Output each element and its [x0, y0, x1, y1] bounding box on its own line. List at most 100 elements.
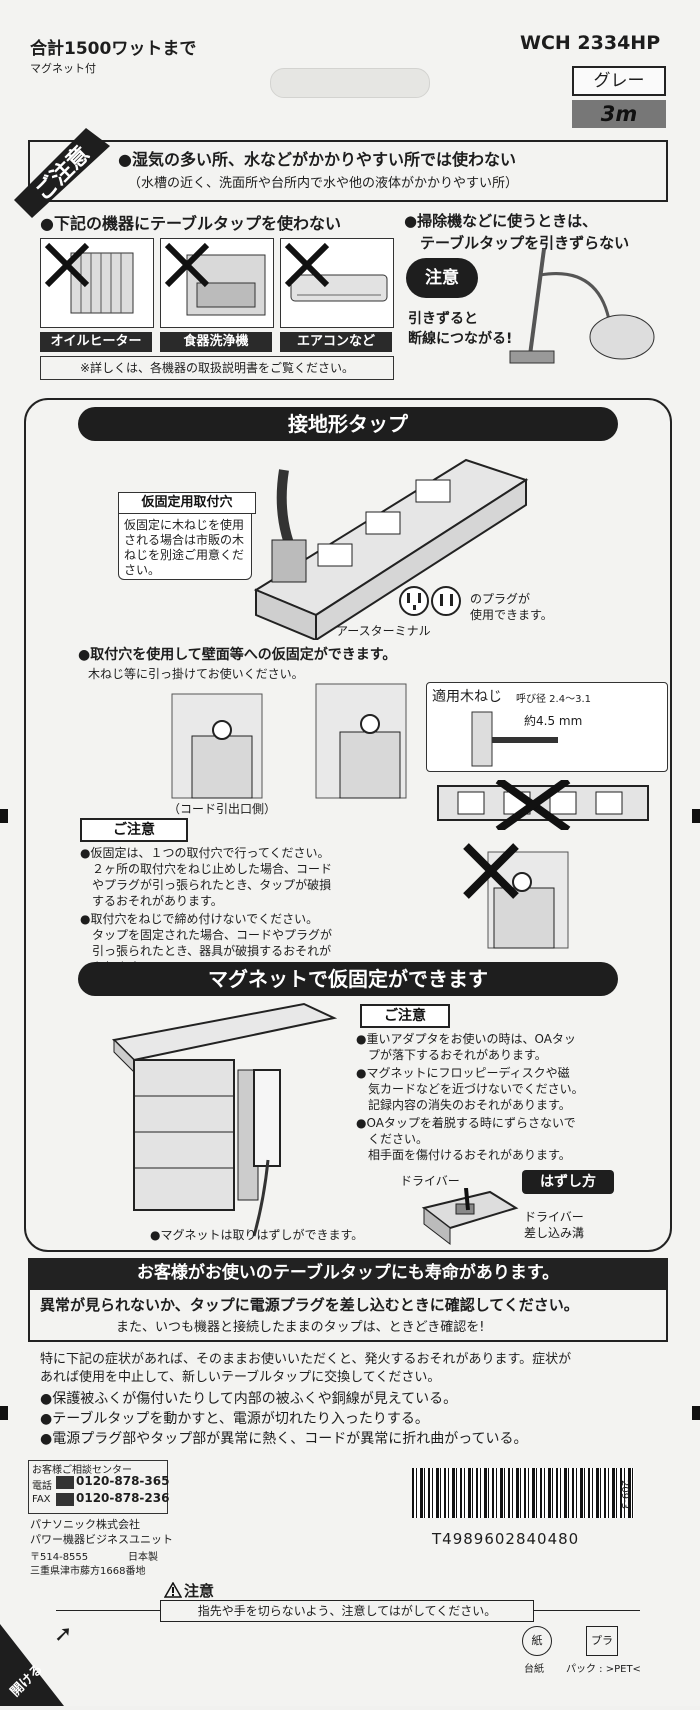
- wall-mount-title: ●取付穴を使用して壁面等への仮固定ができます。: [78, 647, 397, 663]
- total-wattage: 合計1500ワットまで: [30, 39, 197, 59]
- vacuum-line1: ●掃除機などに使うときは、: [404, 212, 598, 230]
- plastic-label: パック : >PET<: [566, 1664, 641, 1675]
- tap-caution-1: ●仮固定は、１つの取付穴で行ってください。: [80, 846, 330, 860]
- lifespan-check-box: [28, 1288, 668, 1342]
- footer-caution-title: 注意: [184, 1582, 215, 1600]
- driver-slot-2: 差し込み溝: [524, 1226, 585, 1240]
- dishwasher-image: [160, 238, 274, 328]
- paper-recycle-icon: 紙: [522, 1626, 552, 1656]
- magnet-caution-3: ●マグネットにフロッピーディスクや磁: [356, 1066, 570, 1080]
- plug-text-1: のプラグが: [470, 592, 531, 606]
- label-oil-heater: オイルヒーター: [40, 332, 152, 352]
- plug-icons: [398, 584, 462, 622]
- humid-line2: （水槽の近く、洗面所や台所内で水や他の液体がかかりやすい所）: [128, 176, 519, 191]
- mount-hole-text-1: 仮固定に木ねじを使用: [124, 518, 245, 532]
- driver-remove-image: [420, 1187, 520, 1248]
- lifespan-check: 異常が見られないか、タップに電源プラグを差し込むときに確認してください。: [40, 1296, 579, 1314]
- wall-mount-sub: 木ねじ等に引っ掛けてお使いください。: [88, 667, 304, 681]
- magnet-note: ●マグネットは取りはずしができます。: [150, 1228, 364, 1242]
- magnet-caution-5: 記録内容の消失のおそれがあります。: [356, 1098, 571, 1112]
- screw-diameter: 呼び径 2.4～3.1: [516, 694, 591, 705]
- side-mark-left: [0, 809, 8, 823]
- magnet-caution-2: プが落下するおそれがあります。: [356, 1048, 547, 1062]
- magnet-caution-6: ●OAタップを着脱する時にずらさないで: [356, 1116, 576, 1130]
- wall-mount-image-2: [310, 680, 418, 800]
- side-mark-right: [692, 809, 700, 823]
- screw-tightening-image: [460, 842, 580, 952]
- length-box: 3m: [572, 100, 666, 128]
- made-in: 日本製: [128, 1552, 158, 1563]
- magnet-caution-4: 気カードなどを近づけないでください。: [356, 1082, 584, 1096]
- symptom-2: ●テーブルタップを動かすと、電源が切れたり入ったりする。: [40, 1411, 429, 1427]
- mount-hole-title: 仮固定用取付穴: [118, 492, 256, 514]
- drag-line2: 断線につながる!: [408, 331, 513, 347]
- driver-slot-1: ドライバー: [524, 1210, 584, 1224]
- power-strip-image: [236, 440, 546, 642]
- magnet-caution-7: ください。: [356, 1132, 429, 1146]
- tap-caution-4: するおそれがあります。: [80, 894, 223, 908]
- model-number: WCH 2334HP: [520, 32, 661, 54]
- magnet-label: マグネット付: [30, 62, 96, 75]
- company-name: パナソニック株式会社: [30, 1518, 140, 1531]
- devices-note: ※詳しくは、各機器の取扱説明書をご覧ください。: [40, 356, 394, 380]
- tap-caution-3: やプラグが引っ張られたとき、タップが破損: [80, 878, 332, 892]
- open-tab[interactable]: 開ける: [0, 1624, 64, 1706]
- label-dishwasher: 食器洗浄機: [160, 332, 272, 352]
- tap-section-title: 接地形タップ: [78, 407, 618, 441]
- mount-hole-text-2: される場合は市販の木: [124, 533, 245, 547]
- postal-code: 〒514-8555: [30, 1552, 89, 1563]
- barcode-number: T4989602840480: [432, 1530, 580, 1548]
- humid-caution-box: [28, 140, 668, 202]
- color-box: グレー: [572, 66, 666, 96]
- wall-mount-image-1: [162, 690, 282, 800]
- support-title: お客様ご相談センター: [32, 1465, 132, 1476]
- support-box: [28, 1460, 168, 1514]
- screw-length: 約4.5 mm: [524, 714, 583, 728]
- notice-bubble: 注意: [406, 258, 478, 298]
- screw-spec-box: [426, 682, 668, 772]
- air-conditioner-image: [280, 238, 394, 328]
- symptom-1: ●保護被ふくが傷付いたりして内部の被ふくや銅線が見えている。: [40, 1391, 458, 1407]
- cord-outlet: （コード引出口側）: [168, 802, 277, 816]
- side-mark-right-low: [692, 1406, 700, 1420]
- mount-hole-text-3: ねじを別途ご用意くだ: [124, 548, 245, 562]
- fax-number: 0120-878-236: [76, 1491, 170, 1505]
- tap-caution-title: ご注意: [80, 818, 188, 842]
- screw-image: [468, 708, 568, 772]
- tel-label: 電話: [32, 1481, 52, 1492]
- lifespan-also: また、いつも機器と接続したままのタップは、ときどき確認を!: [116, 1320, 485, 1335]
- freedial-fax-icon: [56, 1493, 74, 1506]
- label-air-conditioner: エアコンなど: [280, 332, 392, 352]
- hanging-hole: [270, 68, 430, 98]
- arrow-icon: ➚: [54, 1622, 73, 1647]
- strip-two-screws-image: [418, 776, 664, 834]
- lot-code: 209-3: [619, 1480, 630, 1510]
- lifespan-warn-2: あれば使用を中止して、新しいテーブルタップに交換してください。: [40, 1370, 441, 1385]
- screw-title: 適用木ねじ: [432, 689, 502, 705]
- devices-title: ●下記の機器にテーブルタップを使わない: [40, 214, 342, 233]
- earth-terminal: アースターミナル: [336, 624, 431, 638]
- barcode: [412, 1468, 634, 1518]
- mount-hole-text-4: さい。: [124, 563, 161, 577]
- plug-text-2: 使用できます。: [470, 608, 553, 622]
- symptom-3: ●電源プラグ部やタップ部が異常に熱く、コードが異常に折れ曲がっている。: [40, 1431, 528, 1447]
- oil-heater-image: [40, 238, 154, 328]
- tap-caution-5: ●取付穴をねじで締め付けないでください。: [80, 912, 319, 926]
- remove-label: はずし方: [522, 1170, 614, 1194]
- magnet-section-title: マグネットで仮固定ができます: [78, 962, 618, 996]
- magnet-caution-8: 相手面を傷付けるおそれがあります。: [356, 1148, 571, 1162]
- vacuum-line2: テーブルタップを引きずらない: [420, 234, 630, 252]
- driver-label: ドライバー: [400, 1174, 460, 1188]
- address: 三重県津市藤方1668番地: [30, 1566, 146, 1577]
- paper-label: 台紙: [524, 1664, 544, 1675]
- footer-caution-text: 指先や手を切らないよう、注意してはがしてください。: [160, 1600, 534, 1622]
- caution-tag: ご注意: [14, 128, 110, 218]
- lifespan-warn-1: 特に下記の症状があれば、そのままお使いいただくと、発火するおそれがあります。症状…: [40, 1352, 572, 1367]
- lifespan-banner: お客様がお使いのテーブルタップにも寿命があります。: [28, 1258, 668, 1288]
- tap-caution-2: ２ヶ所の取付穴をねじ止めした場合、コード: [80, 862, 333, 876]
- tel-number: 0120-878-365: [76, 1474, 170, 1488]
- drag-line1: 引きずると: [408, 311, 478, 327]
- tap-caution-6: タップを固定された場合、コードやプラグが: [80, 928, 333, 942]
- tap-caution-7: 引っ張られたとき、器具が破損するおそれが: [80, 944, 332, 958]
